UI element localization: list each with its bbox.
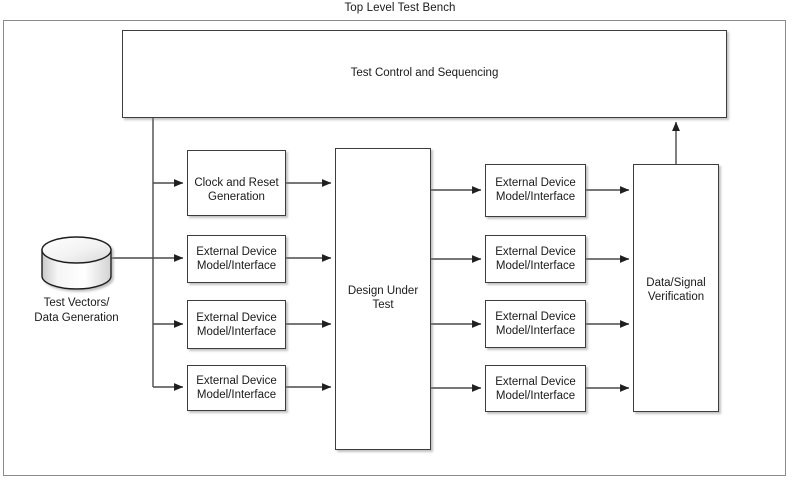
node-left-external-device-3[interactable] (187, 365, 286, 411)
node-design-under-test[interactable] (335, 148, 431, 450)
node-test-control-and-sequencing[interactable] (122, 30, 727, 118)
node-data-signal-verification[interactable] (633, 164, 719, 412)
diagram-outer-frame (3, 20, 786, 476)
diagram-title: Top Level Test Bench (344, 2, 456, 14)
node-left-external-device-1[interactable] (187, 235, 286, 283)
node-clock-and-reset-generation[interactable] (187, 150, 286, 216)
test-vectors-cylinder (41, 236, 112, 290)
node-left-external-device-2[interactable] (187, 300, 286, 349)
node-right-external-device-3[interactable] (485, 365, 586, 412)
node-right-external-device-1[interactable] (485, 235, 586, 283)
node-right-external-device-0[interactable] (485, 164, 586, 217)
node-right-external-device-2[interactable] (485, 300, 586, 348)
node-label-test-vectors: Test Vectors/ Data Generation (34, 297, 119, 324)
